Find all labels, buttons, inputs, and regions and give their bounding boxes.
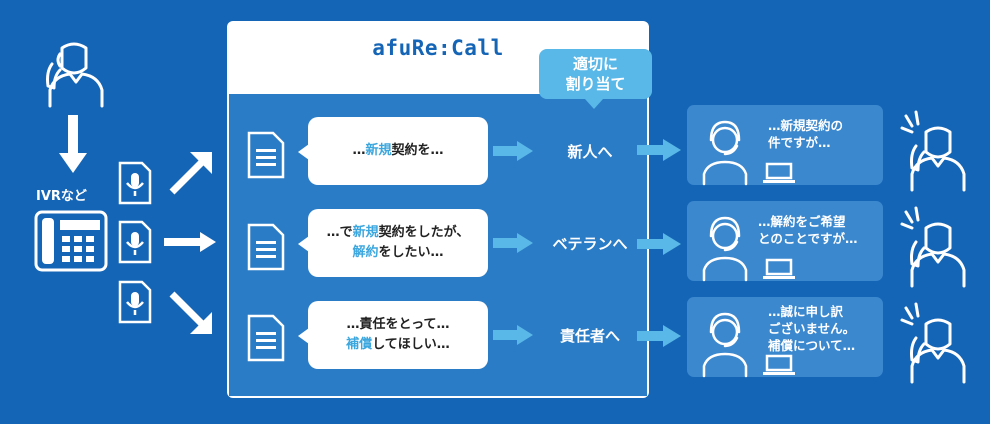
angry-customer-icon	[900, 110, 966, 192]
operator-speech: …解約をご希望 とのことですが…	[758, 214, 858, 246]
operator-speech: …新規契約の 件ですが…	[768, 118, 844, 150]
badge-line2: 割り当て	[565, 75, 626, 93]
arrow-up-right-icon	[169, 152, 212, 195]
assign-badge: 適切に 割り当て	[539, 49, 652, 99]
bubble-text-part: をしたい…	[378, 245, 444, 260]
keyword-highlight: 補償	[346, 337, 373, 352]
operator-box	[687, 201, 883, 281]
laptop-icon	[763, 258, 795, 279]
bubble-text: …で新規契約をしたが、解約をしたい…	[327, 223, 470, 263]
bubble-text: …責任をとって… 補償してほしい…	[346, 315, 450, 355]
document-icon	[247, 131, 285, 179]
arrow-right-icon	[493, 233, 533, 253]
arrow-right-icon	[637, 139, 681, 161]
keyword-highlight: 新規	[365, 143, 392, 158]
arrow-right-icon	[164, 232, 216, 252]
speech-bubble: …で新規契約をしたが、解約をしたい…	[308, 209, 488, 277]
audio-file-icon	[118, 220, 152, 264]
audio-file-icon	[118, 161, 152, 205]
destination-label: ベテランへ	[552, 235, 628, 253]
bubble-text: …新規契約を…	[352, 141, 443, 161]
speech-bubble: …新規契約を…	[308, 117, 488, 185]
arrow-right-icon	[493, 325, 533, 345]
destination-label: 新人へ	[567, 143, 613, 161]
bubble-text-part: …責任をとって…	[346, 317, 450, 332]
bubble-text-part: …	[352, 143, 366, 158]
badge-line1: 適切に	[572, 55, 618, 73]
operator-headset-icon	[702, 120, 748, 186]
bubble-text-part: 契約を…	[391, 143, 444, 158]
speech-bubble: …責任をとって… 補償してほしい…	[308, 301, 488, 369]
operator-headset-icon	[702, 312, 748, 378]
operator-box	[687, 297, 883, 377]
badge-tail	[585, 99, 603, 109]
phone-icon	[34, 210, 108, 272]
bubble-text-part: …で	[326, 225, 353, 240]
arrow-right-icon	[637, 233, 681, 255]
operator-headset-icon	[702, 216, 748, 282]
keyword-highlight: 解約	[352, 245, 379, 260]
bubble-tail	[298, 144, 309, 160]
bubble-text-part: 契約をしたが、	[378, 225, 470, 240]
laptop-icon	[763, 162, 795, 183]
bubble-tail	[298, 236, 309, 252]
arrow-down-right-icon	[169, 291, 212, 334]
panel-title: afuRe:Call	[372, 36, 504, 60]
bubble-tail	[298, 328, 309, 344]
angry-customer-icon	[900, 206, 966, 288]
ivr-label: IVRなど	[36, 189, 87, 204]
arrow-right-icon	[493, 141, 533, 161]
angry-customer-icon	[900, 302, 966, 384]
laptop-icon	[763, 354, 795, 375]
operator-speech: …誠に申し訳 ございません。 補償について…	[768, 304, 856, 353]
audio-file-icon	[118, 280, 152, 324]
document-icon	[247, 223, 285, 271]
arrow-right-icon	[637, 325, 681, 347]
caller-person-icon	[46, 42, 104, 108]
destination-label: 責任者へ	[559, 327, 620, 345]
document-icon	[247, 314, 285, 362]
operator-box	[687, 105, 883, 185]
keyword-highlight: 新規	[352, 225, 379, 240]
down-arrow-icon	[59, 115, 87, 173]
bubble-text-part: してほしい…	[372, 337, 450, 352]
